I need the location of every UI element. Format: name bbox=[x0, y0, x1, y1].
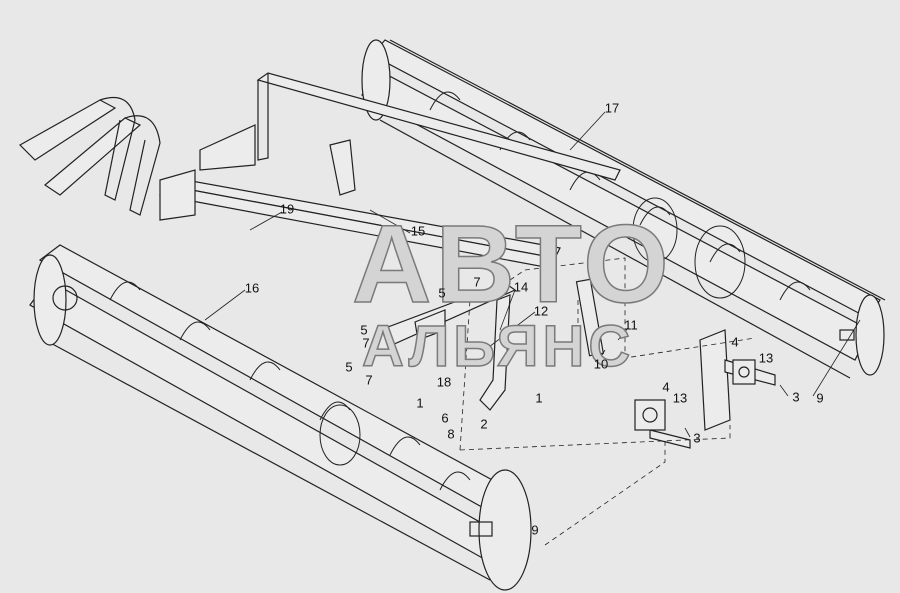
callout-3: 3 bbox=[693, 430, 701, 446]
callout-17: 17 bbox=[604, 100, 620, 116]
callout-11: 11 bbox=[624, 317, 638, 333]
callout-5: 5 bbox=[345, 359, 353, 375]
assembly-lines bbox=[459, 257, 756, 546]
callout-1: 1 bbox=[416, 395, 424, 411]
watermark-line2: АЛЬЯНС bbox=[361, 314, 635, 379]
callout-7: 7 bbox=[473, 274, 481, 290]
callout-4: 4 bbox=[662, 379, 670, 395]
frame-beam bbox=[159, 72, 621, 269]
leader-lines bbox=[204, 111, 861, 438]
callout-8: 8 bbox=[447, 426, 455, 442]
callout-1: 1 bbox=[535, 390, 543, 406]
callout-5: 5 bbox=[360, 322, 368, 338]
callout-15: 15 bbox=[410, 223, 426, 239]
callout-12: 12 bbox=[533, 303, 549, 319]
callout-19: 19 bbox=[279, 201, 295, 217]
callout-7: 7 bbox=[362, 335, 370, 351]
callout-2: 2 bbox=[480, 416, 488, 432]
callout-4: 4 bbox=[731, 334, 739, 350]
callout-9: 9 bbox=[531, 522, 539, 538]
watermark-line1: АВТО bbox=[351, 203, 673, 326]
callout-6: 6 bbox=[441, 410, 449, 426]
callout-13: 13 bbox=[758, 350, 774, 366]
callout-13: 13 bbox=[672, 390, 688, 406]
callout-14: 14 bbox=[513, 279, 529, 295]
callout-16: 16 bbox=[244, 280, 260, 296]
roller-lower bbox=[29, 244, 532, 591]
callout-5: 5 bbox=[438, 285, 446, 301]
callout-18: 18 bbox=[436, 374, 452, 390]
callout-3: 3 bbox=[792, 389, 800, 405]
hitch-arms bbox=[19, 96, 161, 216]
callout-9: 9 bbox=[816, 390, 824, 406]
callout-10: 10 bbox=[593, 356, 609, 372]
callout-7: 7 bbox=[365, 372, 373, 388]
